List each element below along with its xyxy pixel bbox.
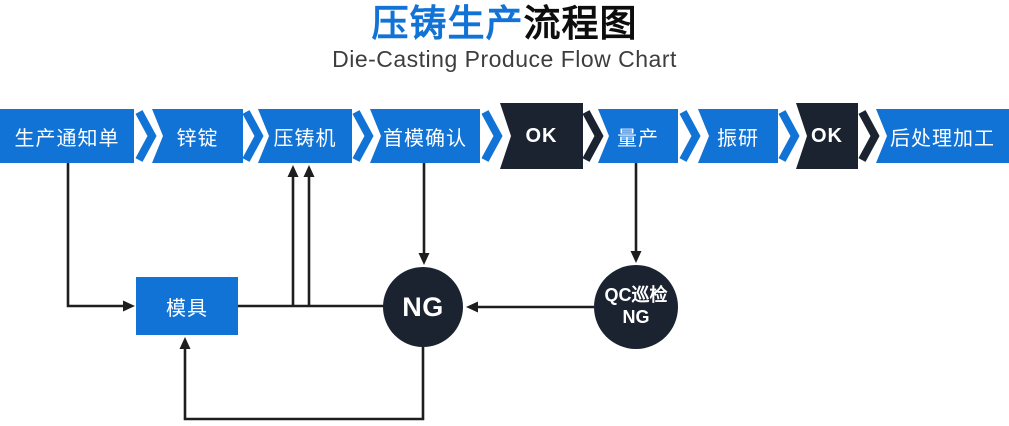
node-ng-label: NG: [402, 291, 444, 322]
arrowhead-icon: [630, 251, 642, 263]
flow-step-mass-production: 量产: [598, 109, 678, 163]
chevron-separator-icon: [481, 110, 503, 162]
arrowhead-icon: [418, 253, 430, 265]
flow-step-die-casting-machine: 压铸机: [258, 109, 352, 163]
chevron-separator-icon: [242, 110, 264, 162]
chevron-separator-icon: [352, 110, 374, 162]
page-title-rest: 流程图: [523, 3, 638, 44]
arrowhead-icon: [303, 165, 315, 177]
chevron-separator-icon: [858, 110, 880, 162]
chevron-separator-icon: [778, 110, 800, 162]
node-qc-line1: QC巡检: [604, 285, 668, 306]
node-qc-inspect-ng: QC巡检 NG: [594, 265, 678, 349]
chevron-separator-icon: [582, 110, 604, 162]
page-title: 压铸生产流程图: [0, 2, 1009, 46]
arrowhead-icon: [287, 165, 299, 177]
arrow-notice-to-mold: [66, 163, 123, 308]
arrow-ng-to-mold-loop: [183, 347, 425, 421]
node-ng: NG: [383, 267, 463, 347]
node-mold: 模具: [136, 277, 238, 335]
flow-step-production-notice: 生产通知单: [0, 109, 134, 163]
page-subtitle: Die-Casting Produce Flow Chart: [332, 46, 677, 72]
arrowhead-icon: [466, 301, 478, 313]
node-qc-line2: NG: [622, 307, 650, 327]
flow-step-post-processing: 后处理加工: [876, 109, 1009, 163]
chevron-separator-icon: [679, 110, 701, 162]
flow-step-ok-1: OK: [500, 103, 583, 169]
chevron-separator-icon: [135, 110, 157, 162]
flow-step-zinc-ingot: 锌锭: [152, 109, 243, 163]
flow-step-first-article-confirm: 首模确认: [370, 109, 480, 163]
page-title-highlight: 压铸生产: [371, 3, 524, 44]
arrowhead-icon: [179, 337, 191, 349]
arrowhead-icon: [123, 300, 135, 312]
flow-step-vibration-polish: 振研: [698, 109, 778, 163]
